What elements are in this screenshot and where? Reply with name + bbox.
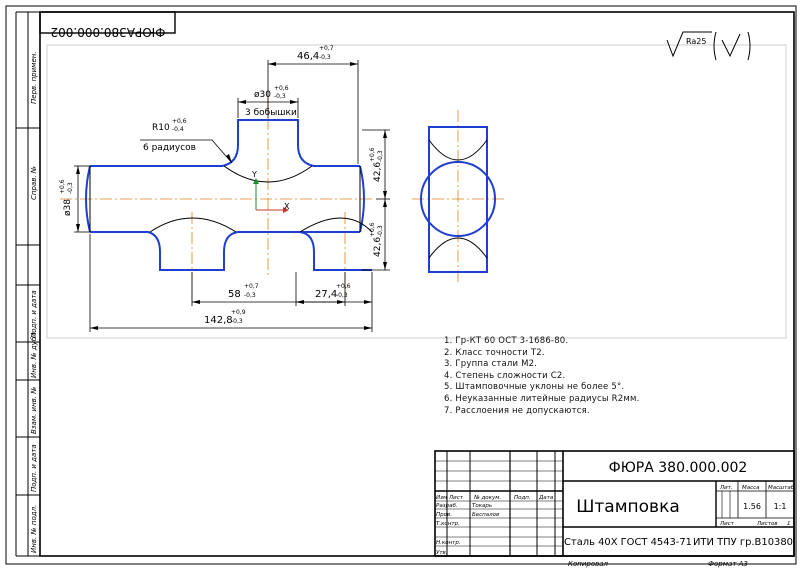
dim-shaft-dia-tol-up: +0,6 xyxy=(59,179,66,194)
format-label: Формат А3 xyxy=(708,560,748,568)
tb-organization: ИТИ ТПУ гр.В10380 xyxy=(693,537,793,548)
note-7: 7. Расслоения не допускаются. xyxy=(444,405,590,416)
title-block-grid xyxy=(434,450,795,557)
dim-height-bottom-tol-low: -0,3 xyxy=(377,225,384,237)
drawing-area xyxy=(46,44,787,339)
outer-frame xyxy=(5,5,797,565)
dim-top-length-tol-low: -0,3 xyxy=(319,54,331,61)
dim-total-length-tol-up: +0,9 xyxy=(231,309,246,316)
mirrored-code-box xyxy=(39,11,176,34)
tb-date: Дата xyxy=(538,495,554,501)
tb-sign: Подп. xyxy=(514,495,531,501)
dimension-arrows xyxy=(76,62,387,330)
axis-x-label: X xyxy=(284,202,290,211)
dim-radius-tol-low: -0,4 xyxy=(172,126,184,133)
dim-span-27-tol-up: +0,6 xyxy=(336,283,351,290)
roughness-symbol xyxy=(666,31,751,61)
axis-y-label: Y xyxy=(251,170,257,179)
dim-boss-dia-tol-up: +0,6 xyxy=(274,85,289,92)
dim-boss-dia-tol-low: -0,3 xyxy=(274,93,286,100)
dim-shaft-dia: ø38 xyxy=(63,199,73,216)
tb-material: Сталь 40Х ГОСТ 4543-71 xyxy=(564,537,692,548)
margin-label-podp1: Подп. и дата xyxy=(30,290,38,338)
tb-scale: 1:1 xyxy=(774,502,787,511)
tb-prov-name: Беспалов xyxy=(472,512,499,518)
tb-nkontr: Н.контр. xyxy=(436,540,461,546)
dim-height-top: 42,6 xyxy=(373,162,383,182)
dim-height-bottom-tol-up: +0,6 xyxy=(369,222,376,237)
dim-boss-dia: ø30 xyxy=(254,90,271,100)
tb-list: Лист xyxy=(448,495,464,501)
tb-razrab-name: Токарь xyxy=(472,503,492,509)
dim-height-top-tol-low: -0,3 xyxy=(377,150,384,162)
tb-part-name: Штамповка xyxy=(576,497,680,517)
intersection-curves xyxy=(89,165,373,233)
tb-tkontr: Т.контр. xyxy=(436,521,460,527)
dim-radius: R10 xyxy=(152,123,170,133)
dimension-lines xyxy=(74,60,390,332)
margin-label-sprav: Справ. № xyxy=(30,166,38,200)
margin-label-vzam: Взам. инв. № xyxy=(30,386,38,434)
tb-masshtab: Масштаб xyxy=(768,485,795,491)
dim-span-58-tol-up: +0,7 xyxy=(244,283,259,290)
boss-note: 3 бобышки xyxy=(245,108,297,118)
dim-shaft-dia-tol-low: -0,3 xyxy=(67,182,74,194)
side-view-outline xyxy=(420,126,496,273)
note-6: 6. Неуказанные литейные радиусы R2мм. xyxy=(444,393,640,404)
note-1: 1. Гр-КТ 60 ОСТ 3-1686-80. xyxy=(444,336,569,346)
tb-doc-no: № докум. xyxy=(473,495,501,501)
tb-sheets-count: 1 xyxy=(787,521,791,527)
dim-total-length-tol-low: -0,3 xyxy=(231,318,243,325)
tb-sheets-label: Листов xyxy=(756,521,778,527)
margin-label-perv: Перв. примен. xyxy=(30,51,38,104)
tb-utv: Утв. xyxy=(436,550,448,556)
roughness-value: Ra25 xyxy=(686,37,706,46)
dim-span-27: 27,4 xyxy=(315,289,337,300)
inner-frame xyxy=(39,11,795,557)
copied-label: Копировал xyxy=(568,560,609,568)
dim-top-length-tol-up: +0,7 xyxy=(319,45,334,52)
margin-label-podp2: Подп. и дата xyxy=(30,444,38,492)
note-2: 2. Класс точности Т2. xyxy=(444,347,545,358)
tb-prov: Пров. xyxy=(436,512,452,518)
tb-izm: Изм xyxy=(436,495,447,501)
dim-height-top-tol-up: +0,6 xyxy=(369,147,376,162)
margin-label-inv-podl: Инв. № подл. xyxy=(30,505,38,553)
dim-span-27-tol-low: -0,3 xyxy=(336,292,348,299)
side-view-curves xyxy=(428,139,488,259)
tb-mass: 1.56 xyxy=(743,502,761,511)
mirrored-document-code: ФЮРА380.000.002 xyxy=(50,25,165,39)
dim-height-bottom: 42,6 xyxy=(373,237,383,257)
note-4: 4. Степень сложности С2. xyxy=(444,370,566,381)
margin-label-inv-dubl: Инв. № дубл. xyxy=(30,330,38,378)
tb-razrab: Разраб. xyxy=(436,503,458,509)
note-5: 5. Штамповочные уклоны не более 5°. xyxy=(444,382,625,393)
radius-note: 6 радиусов xyxy=(143,143,196,153)
tb-document-code: ФЮРА 380.000.002 xyxy=(609,460,748,476)
tb-lit: Лит. xyxy=(719,485,733,491)
centerlines xyxy=(60,98,506,300)
dim-top-length: 46,4 xyxy=(297,51,319,62)
front-view-outline xyxy=(85,119,372,271)
tb-sheet-label: Лист xyxy=(719,521,735,527)
tb-massa: Масса xyxy=(742,485,760,491)
coordinate-axes xyxy=(253,178,289,213)
dim-span-58: 58 xyxy=(228,289,241,300)
left-margin-strip xyxy=(15,11,40,557)
dim-radius-tol-up: +0,6 xyxy=(172,118,187,125)
dim-total-length: 142,8 xyxy=(204,315,233,326)
dim-span-58-tol-low: -0,3 xyxy=(244,292,256,299)
technical-requirements: 1. Гр-КТ 60 ОСТ 3-1686-80. 2. Класс точн… xyxy=(444,336,640,417)
note-3: 3. Группа стали М2. xyxy=(444,359,538,370)
